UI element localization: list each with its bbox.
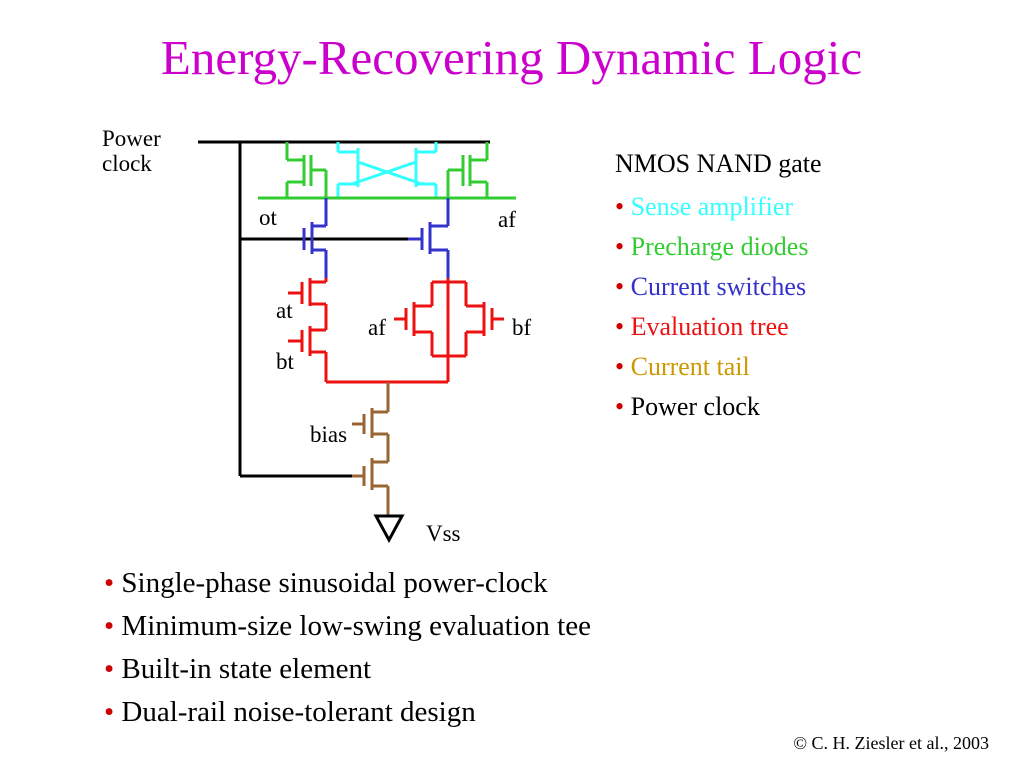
at-label: at: [276, 298, 293, 323]
feature-item: • Built-in state element: [104, 652, 591, 695]
sense-amplifier: [336, 142, 438, 198]
clock-label: clock: [102, 151, 152, 177]
legend-label: Sense amplifier: [630, 192, 794, 222]
power-clock-label: Power clock: [102, 126, 161, 177]
vss-label: Vss: [426, 521, 461, 546]
feature-bullet: •: [104, 567, 115, 599]
legend-bullet: •: [615, 352, 625, 382]
feature-item: • Minimum-size low-swing evaluation tee: [104, 609, 591, 652]
ot-label: ot: [259, 205, 277, 230]
bias-label: bias: [310, 422, 348, 447]
power-label: Power: [102, 126, 161, 151]
evaluation-tree: [288, 278, 504, 384]
bt-label: bt: [276, 349, 294, 374]
power-clock-wiring: [198, 140, 490, 478]
precharge-diodes: [258, 142, 516, 200]
legend-label: Current tail: [630, 352, 750, 382]
feature-item: • Single-phase sinusoidal power-clock: [104, 566, 591, 609]
legend-item-precharge-diodes: • Precharge diodes: [615, 231, 822, 271]
slide-title: Energy-Recovering Dynamic Logic: [160, 30, 863, 85]
af-top-label: af: [498, 207, 516, 232]
feature-text: Built-in state element: [121, 653, 372, 685]
copyright-credit: © C. H. Ziesler et al., 2003: [793, 733, 989, 753]
feature-bullet: •: [104, 696, 115, 728]
feature-bullet: •: [104, 653, 115, 685]
legend-item-current-switches: • Current switches: [615, 271, 822, 311]
feature-text: Minimum-size low-swing evaluation tee: [121, 610, 591, 642]
ground-symbol: [373, 514, 405, 544]
feature-list: • Single-phase sinusoidal power-clock • …: [104, 566, 591, 738]
legend-bullet: •: [615, 192, 625, 222]
legend-item-sense-amplifier: • Sense amplifier: [615, 191, 822, 231]
legend-item-evaluation-tree: • Evaluation tree: [615, 311, 822, 351]
legend-bullet: •: [615, 232, 625, 262]
legend-bullet: •: [615, 392, 625, 422]
legend-label: Current switches: [630, 272, 807, 302]
current-tail: [352, 382, 390, 516]
legend-bullet: •: [615, 312, 625, 342]
feature-text: Single-phase sinusoidal power-clock: [121, 567, 548, 599]
legend-bullet: •: [615, 272, 625, 302]
legend-item-power-clock: • Power clock: [615, 391, 822, 431]
feature-bullet: •: [104, 610, 115, 642]
legend-heading: NMOS NAND gate: [615, 149, 822, 178]
legend-label: Precharge diodes: [630, 232, 809, 262]
legend-label: Evaluation tree: [630, 312, 789, 342]
legend-item-current-tail: • Current tail: [615, 351, 822, 391]
bf-label: bf: [512, 315, 532, 340]
feature-item: • Dual-rail noise-tolerant design: [104, 695, 591, 738]
current-switches: [302, 198, 450, 278]
color-legend: NMOS NAND gate • Sense amplifier • Prech…: [615, 148, 822, 431]
legend-label: Power clock: [630, 392, 760, 422]
feature-text: Dual-rail noise-tolerant design: [121, 696, 476, 728]
af-mid-label: af: [368, 315, 386, 340]
